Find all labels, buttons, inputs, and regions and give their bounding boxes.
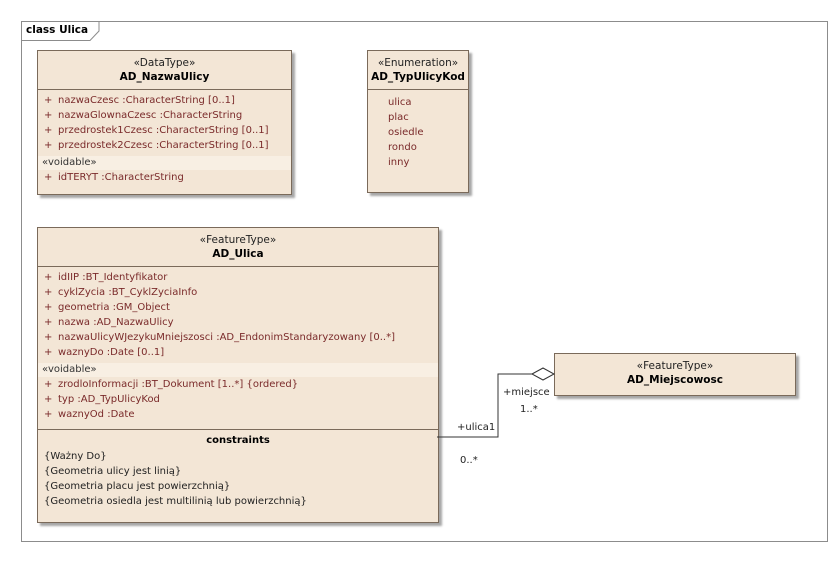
enum-literal: osiedle [388, 127, 424, 138]
association-source-multiplicity: 0..* [460, 455, 478, 466]
constraint: {Ważny Do} [44, 451, 107, 462]
association-source-role: +ulica1 [457, 422, 496, 433]
visibility-marker: + [44, 287, 53, 298]
attribute-row: + idIIP :BT_Identyfikator [38, 270, 438, 285]
voidable-section-label: «voidable» [38, 156, 291, 170]
attribute-row: + typ :AD_TypUlicyKod [38, 392, 438, 407]
attribute-row: + waznyOd :Date [38, 407, 438, 422]
attribute-text: nazwaGlownaCzesc :CharacterString [58, 110, 243, 121]
attribute-row: + przedrostek1Czesc :CharacterString [0..… [38, 123, 291, 138]
attribute-text: waznyOd :Date [58, 409, 135, 420]
association-line [437, 373, 532, 438]
visibility-marker: + [44, 272, 53, 283]
association-target-role: +miejsce [503, 387, 550, 398]
visibility-marker: + [44, 347, 53, 358]
visibility-marker: + [44, 317, 53, 328]
visibility-marker: + [44, 409, 53, 420]
attribute-text: zrodloInformacji :BT_Dokument [1..*] {or… [58, 379, 299, 390]
frame-tab-shape [21, 21, 100, 41]
attribute-text: idIIP :BT_Identyfikator [58, 272, 168, 283]
visibility-marker: + [44, 302, 53, 313]
class-header: «FeatureType» AD_Ulica [38, 228, 438, 267]
attribute-row: + idTERYT :CharacterString [38, 170, 291, 185]
class-header: «FeatureType» AD_Miejscowosc [555, 354, 795, 395]
class-ad-miejscowosc[interactable]: «FeatureType» AD_Miejscowosc [554, 353, 796, 396]
constraint: {Geometria ulicy jest linią} [44, 466, 182, 477]
attribute-text: waznyDo :Date [0..1] [58, 347, 165, 358]
attribute-row: + nazwaCzesc :CharacterString [0..1] [38, 93, 291, 108]
literal-list: ulica plac osiedle rondo inny [368, 90, 468, 172]
constraints-section: constraints {Ważny Do} {Geometria ulicy … [38, 430, 438, 509]
constraint: {Geometria placu jest powierzchnią} [44, 481, 231, 492]
visibility-marker: + [44, 332, 53, 343]
attribute-row: + nazwaGlownaCzesc :CharacterString [38, 108, 291, 123]
attribute-text: nazwaCzesc :CharacterString [0..1] [58, 95, 235, 106]
visibility-marker: + [44, 379, 53, 390]
class-ad-ulica[interactable]: «FeatureType» AD_Ulica + idIIP :BT_Identy… [37, 227, 439, 523]
stereotype-label: «FeatureType» [199, 234, 277, 246]
attribute-text: przedrostek2Czesc :CharacterString [0..1… [58, 140, 269, 151]
attribute-row: + przedrostek2Czesc :CharacterString [0..… [38, 138, 291, 153]
visibility-marker: + [44, 172, 53, 183]
attribute-text: nazwa :AD_NazwaUlicy [58, 317, 174, 328]
attribute-list: + nazwaCzesc :CharacterString [0..1] + naz… [38, 90, 291, 187]
attribute-row: + waznyDo :Date [0..1] [38, 345, 438, 360]
attribute-text: przedrostek1Czesc :CharacterString [0..1… [58, 125, 269, 136]
class-name: AD_TypUlicyKod [371, 71, 465, 83]
frame-label: class Ulica [26, 24, 89, 36]
visibility-marker: + [44, 110, 53, 121]
stereotype-label: «Enumeration» [377, 57, 459, 69]
visibility-marker: + [44, 394, 53, 405]
stereotype-label: «DataType» [133, 57, 196, 69]
aggregation-diamond [530, 367, 556, 381]
visibility-marker: + [44, 125, 53, 136]
class-name: AD_NazwaUlicy [119, 71, 210, 83]
attribute-row: + nazwaUlicyWJezykuMniejszosci :AD_Endoni… [38, 330, 438, 345]
attribute-list: + idIIP :BT_Identyfikator + cyklZycia :BT_… [38, 267, 438, 430]
attribute-row: + cyklZycia :BT_CyklZyciaInfo [38, 285, 438, 300]
class-ad-typ-ulicy-kod[interactable]: «Enumeration» AD_TypUlicyKod ulica plac … [367, 50, 469, 193]
attribute-row: + nazwa :AD_NazwaUlicy [38, 315, 438, 330]
attribute-row: + geometria :GM_Object [38, 300, 438, 315]
attribute-text: cyklZycia :BT_CyklZyciaInfo [58, 287, 198, 298]
attribute-text: nazwaUlicyWJezykuMniejszosci :AD_Endonim… [58, 332, 395, 343]
class-name: AD_Miejscowosc [627, 374, 723, 386]
visibility-marker: + [44, 95, 53, 106]
enum-literal: plac [388, 112, 409, 123]
class-ad-nazwa-ulicy[interactable]: «DataType» AD_NazwaUlicy + nazwaCzesc :Ch… [37, 50, 292, 195]
class-name: AD_Ulica [212, 248, 264, 260]
constraints-title: constraints [206, 435, 270, 446]
stereotype-label: «FeatureType» [636, 360, 714, 372]
association-target-multiplicity: 1..* [520, 404, 538, 415]
attribute-text: geometria :GM_Object [58, 302, 170, 313]
class-header: «Enumeration» AD_TypUlicyKod [368, 51, 468, 90]
class-header: «DataType» AD_NazwaUlicy [38, 51, 291, 90]
enum-literal: inny [388, 157, 410, 168]
enum-literal: rondo [388, 142, 417, 153]
attribute-row: + zrodloInformacji :BT_Dokument [1..*] {o… [38, 377, 438, 392]
attribute-text: typ :AD_TypUlicyKod [58, 394, 160, 405]
visibility-marker: + [44, 140, 53, 151]
enum-literal: ulica [388, 97, 412, 108]
constraint: {Geometria osiedla jest multilinią lub p… [44, 496, 307, 507]
voidable-section-label: «voidable» [38, 363, 438, 377]
attribute-text: idTERYT :CharacterString [58, 172, 184, 183]
